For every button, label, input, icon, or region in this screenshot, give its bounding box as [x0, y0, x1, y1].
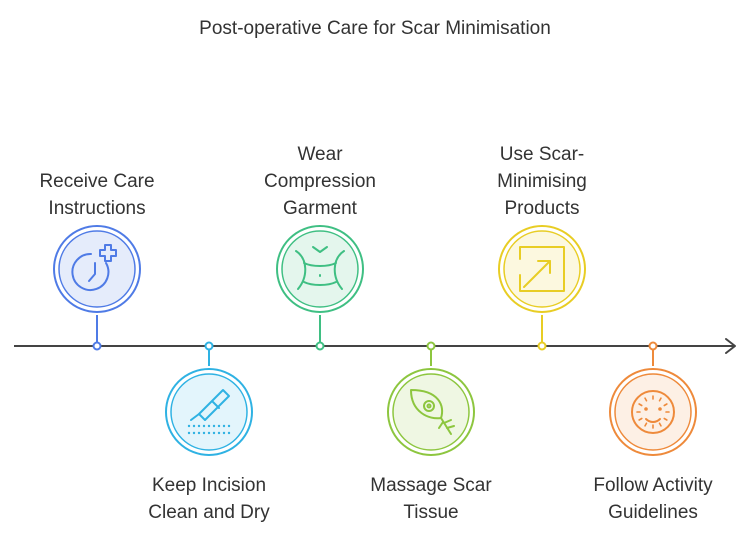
step-label-line: Use Scar-	[499, 144, 585, 165]
step-label-line: Keep Incision	[151, 475, 267, 496]
step-2	[165, 341, 253, 456]
step-5	[498, 225, 586, 351]
step-circle	[170, 373, 248, 451]
axis-marker	[648, 341, 658, 351]
scalpel-icon	[187, 389, 231, 435]
step-label-line: Guidelines	[608, 502, 698, 523]
step-label-line: Tissue	[403, 502, 459, 523]
axis-marker	[537, 341, 547, 351]
step-label-line: Minimising	[497, 171, 587, 192]
step-circle	[392, 373, 470, 451]
step-1	[53, 225, 141, 351]
step-label-line: Garment	[283, 198, 357, 219]
axis-marker	[315, 341, 325, 351]
step-label-line: Clean and Dry	[148, 502, 270, 523]
leaf-icon	[410, 389, 455, 435]
axis-arrow-icon	[725, 338, 736, 354]
step-4	[387, 341, 475, 456]
step-label-line: Compression	[264, 171, 376, 192]
clock-plus-icon	[71, 244, 117, 291]
step-6	[609, 341, 697, 456]
diagram-title: Post-operative Care for Scar Minimisatio…	[199, 18, 551, 39]
torso-icon	[295, 246, 345, 290]
step-label-line: Follow Activity	[593, 475, 713, 496]
step-label-line: Receive Care	[39, 171, 155, 192]
step-3	[276, 225, 364, 351]
step-circle	[281, 230, 359, 308]
axis-marker	[204, 341, 214, 351]
step-label-line: Instructions	[48, 198, 146, 219]
resize-icon	[519, 246, 565, 292]
step-label-line: Wear	[297, 144, 343, 165]
axis-marker	[92, 341, 102, 351]
step-circle	[614, 373, 692, 451]
step-label-line: Products	[504, 198, 580, 219]
face-icon	[631, 390, 675, 434]
step-circle	[58, 230, 136, 308]
axis-marker	[426, 341, 436, 351]
step-label-line: Massage Scar	[370, 475, 492, 496]
